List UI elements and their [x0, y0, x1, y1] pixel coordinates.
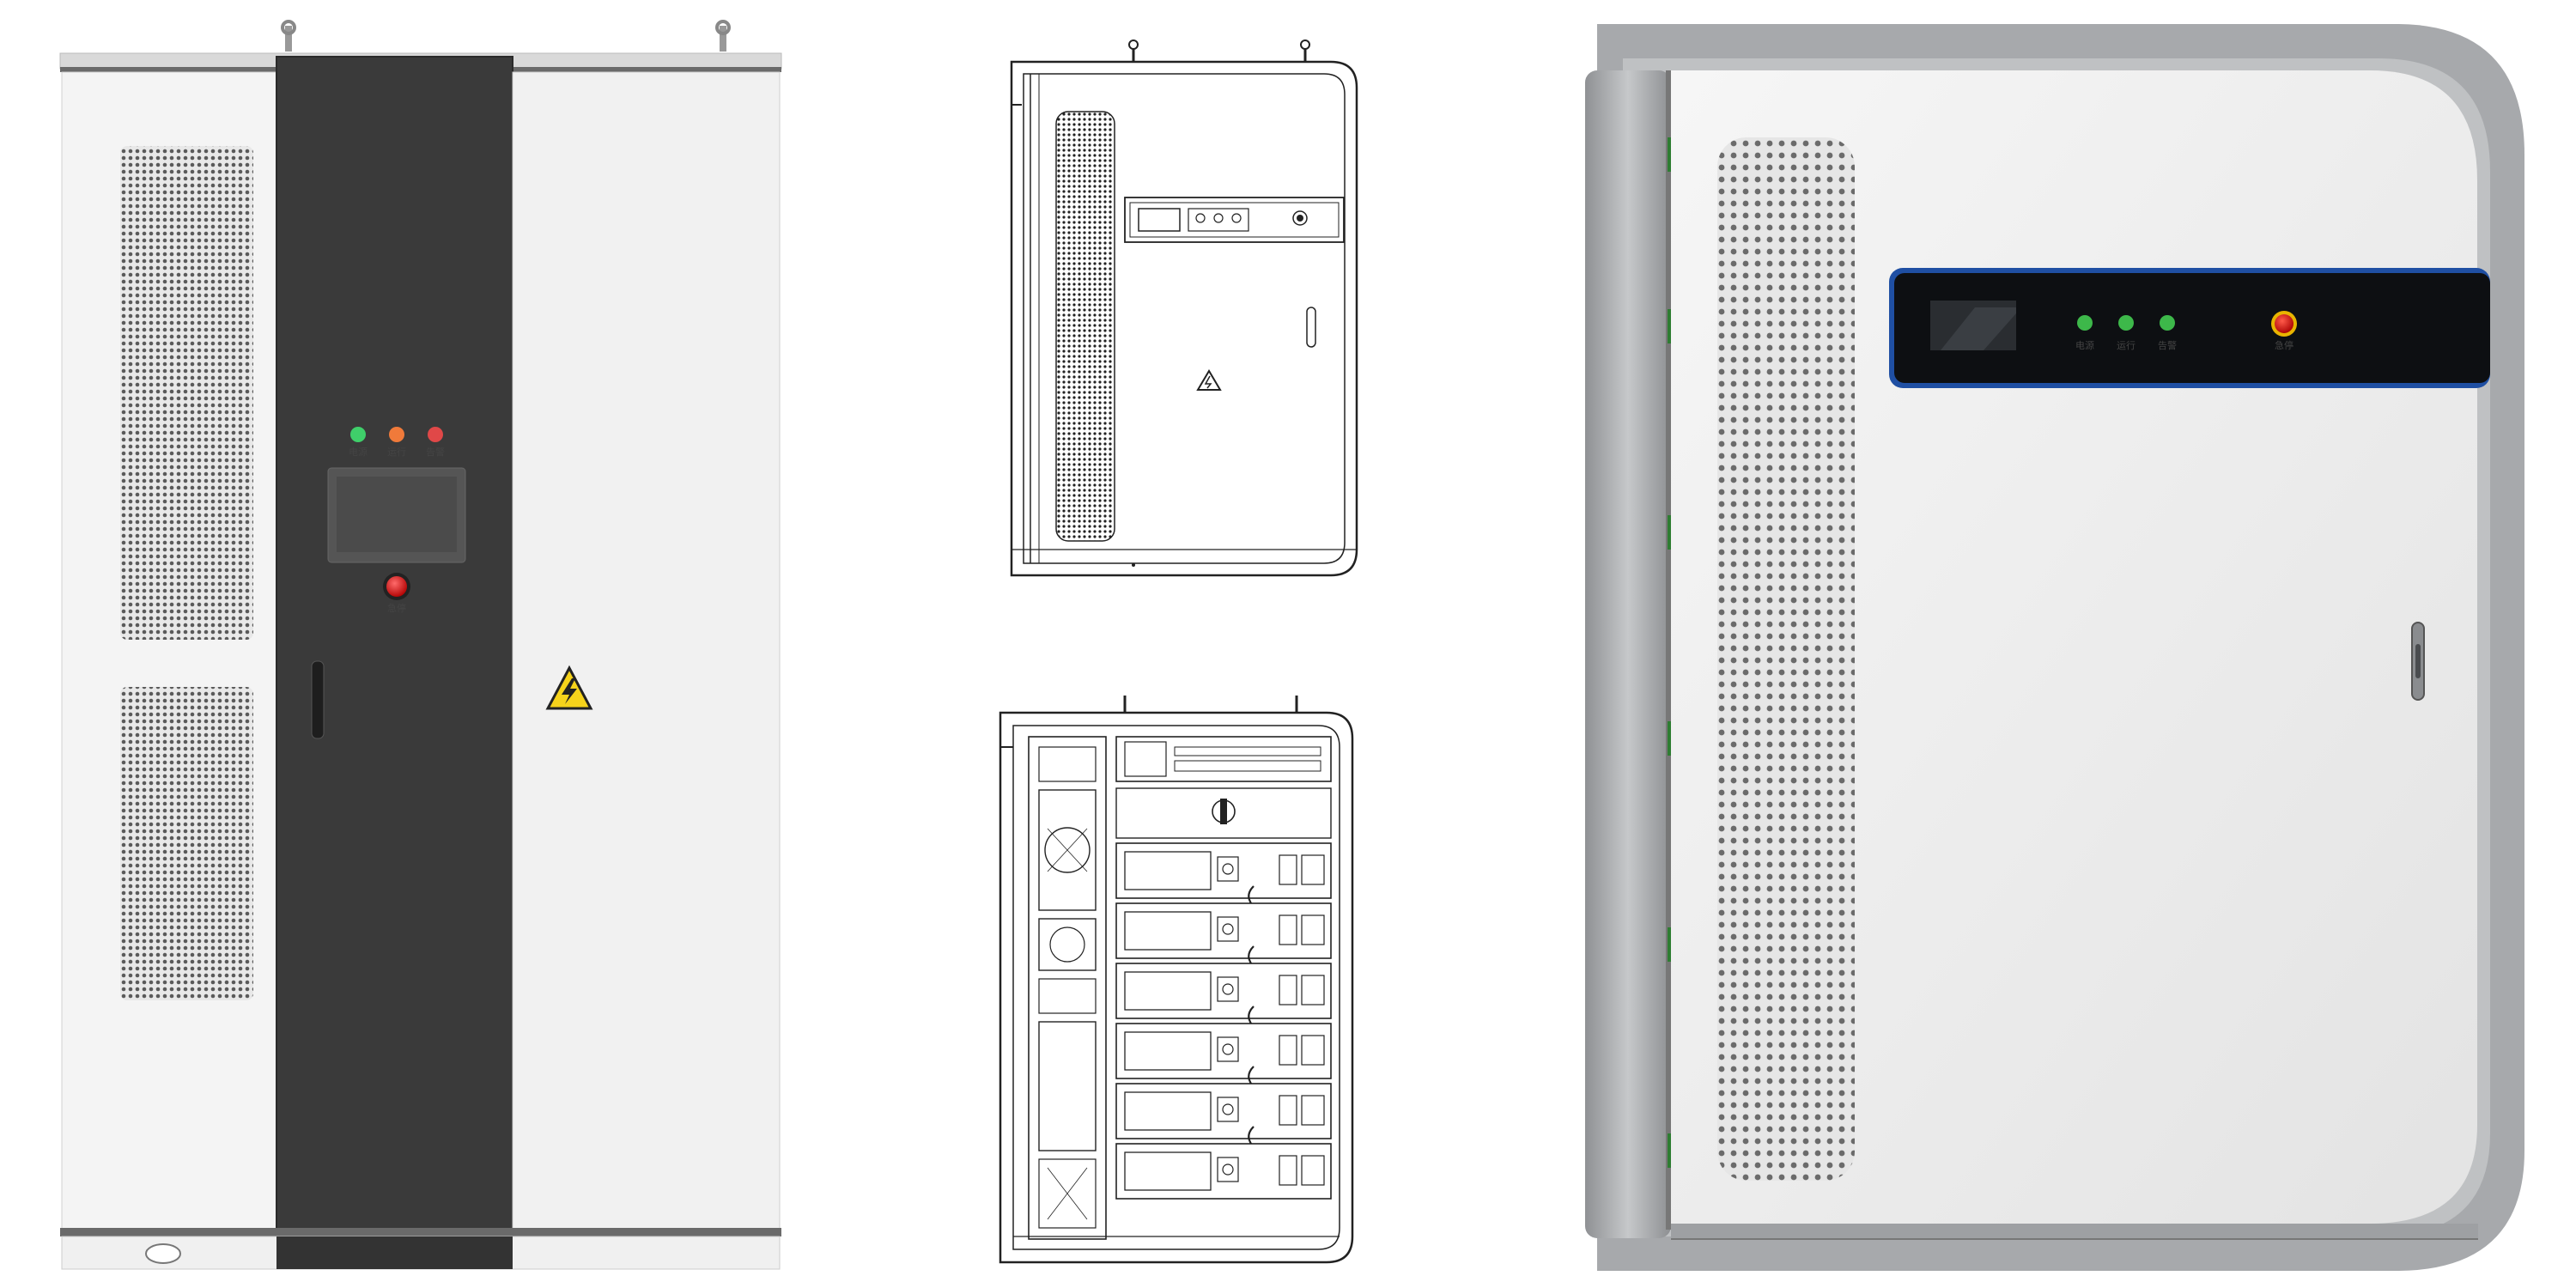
- alarm-indicator-light: [428, 427, 443, 442]
- door-handle[interactable]: [311, 660, 325, 739]
- cabinet-side-drawing-closed: [1010, 39, 1358, 577]
- power-indicator-label: 电源: [349, 446, 368, 458]
- hinge-mark: [1668, 1133, 1671, 1168]
- battery-module-drawing: [1115, 842, 1332, 930]
- hinge-mark: [1668, 721, 1671, 756]
- estop-drawing: [1292, 210, 1308, 226]
- display-drawing: [1138, 208, 1181, 232]
- run-indicator-label-closeup: 运行: [2117, 340, 2136, 351]
- emergency-stop-button-closeup[interactable]: [2271, 311, 2297, 337]
- hvac-unit-drawing: [1028, 736, 1107, 1240]
- hinge-mark: [1668, 137, 1671, 172]
- hmi-screen[interactable]: [337, 477, 457, 552]
- emergency-stop-label-closeup: 急停: [2275, 339, 2293, 351]
- battery-module-stack: [1115, 842, 1332, 1200]
- alarm-indicator-label-closeup: 告警: [2158, 339, 2177, 351]
- hinge-mark: [1668, 927, 1671, 962]
- power-indicator-label-closeup: 电源: [2075, 339, 2094, 351]
- cabinet-interior-drawing-open: [999, 696, 1354, 1264]
- battery-module-drawing: [1115, 1083, 1332, 1170]
- alarm-indicator-light-closeup: [2160, 315, 2175, 331]
- lifting-eye-left: [281, 20, 296, 52]
- battery-module-drawing: [1115, 1023, 1332, 1110]
- emergency-stop-label: 急停: [387, 602, 406, 614]
- right-door: [512, 71, 781, 1232]
- battery-module-drawing: [1115, 1143, 1332, 1200]
- hinge-mark: [1668, 309, 1671, 343]
- high-voltage-warning-icon: [545, 665, 593, 710]
- power-indicator-light: [350, 427, 366, 442]
- lifting-eye-right: [715, 20, 731, 52]
- cabinet-closeup-view: 电源 运行 告警 急停: [1585, 24, 2524, 1271]
- forklift-slot: [145, 1243, 181, 1264]
- door-handle-drawing: [1306, 307, 1316, 348]
- control-panel-closeup: [1894, 273, 2490, 383]
- hinge-mark: [1668, 515, 1671, 550]
- center-door: [276, 57, 513, 1267]
- vent-panel-upper: [120, 146, 253, 640]
- warning-icon-drawing: [1196, 369, 1222, 391]
- cabinet-front-view: 电源 运行 告警 急停: [59, 20, 782, 1270]
- indicator-group-closeup: 电源 运行 告警: [2075, 315, 2177, 351]
- run-indicator-light: [389, 427, 404, 442]
- vent-panel-drawing: [1055, 111, 1115, 542]
- hinge-column: [1585, 70, 1671, 1238]
- power-indicator-light-closeup: [2077, 315, 2093, 331]
- indicator-group-front: 电源 运行 告警: [349, 427, 445, 458]
- vent-panel-lower: [120, 687, 253, 1000]
- switchgear-compartment-drawing: [1115, 736, 1332, 839]
- alarm-indicator-label: 告警: [426, 446, 445, 458]
- vent-panel-closeup: [1717, 137, 1855, 1181]
- run-indicator-label: 运行: [387, 447, 406, 458]
- battery-module-drawing: [1115, 963, 1332, 1050]
- run-indicator-light-closeup: [2118, 315, 2134, 331]
- emergency-stop-button[interactable]: [383, 573, 410, 600]
